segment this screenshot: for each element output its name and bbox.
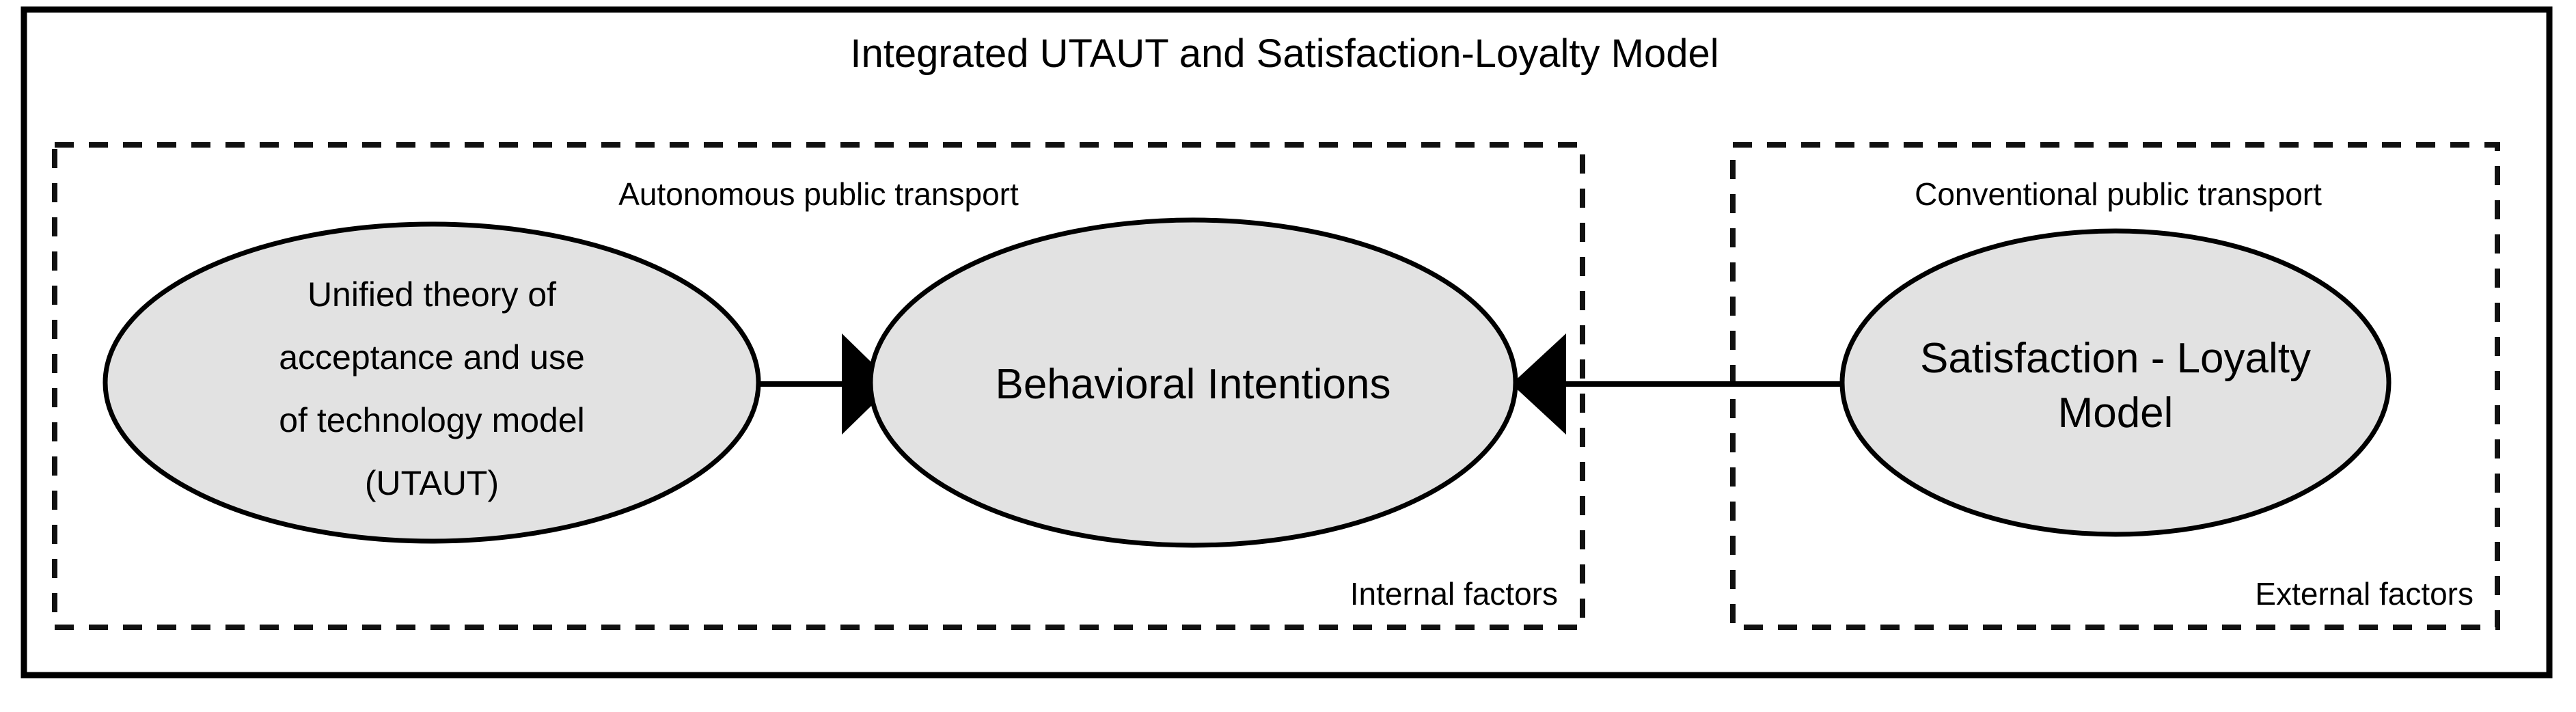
node-behavioral-intentions-line-1: Behavioral Intentions	[995, 361, 1390, 408]
group-box-autonomous	[52, 142, 1585, 630]
node-utaut[interactable]	[102, 221, 761, 544]
node-behavioral-intentions[interactable]	[868, 217, 1518, 548]
page-title: Integrated UTAUT and Satisfaction-Loyalt…	[850, 31, 1718, 76]
node-satisfaction-loyalty-line-1: Satisfaction - Loyalty	[1920, 335, 2311, 382]
group-footer-internal-factors: Internal factors	[1350, 576, 1558, 612]
arrow-head-sl-to-bi	[1511, 333, 1566, 435]
node-utaut-line-3: of technology model	[279, 401, 585, 439]
node-utaut-line-4: (UTAUT)	[365, 464, 499, 502]
arrow-head-utaut-to-bi	[842, 333, 894, 435]
node-utaut-line-2: acceptance and use	[279, 338, 585, 376]
node-satisfaction-loyalty-line-2: Model	[2058, 389, 2174, 437]
group-footer-external-factors: External factors	[2255, 576, 2474, 612]
node-utaut-line-1: Unified theory of	[307, 275, 556, 314]
group-header-autonomous: Autonomous public transport	[618, 176, 1019, 212]
group-header-conventional: Conventional public transport	[1915, 176, 2322, 212]
group-box-conventional	[1730, 142, 2500, 630]
node-satisfaction-loyalty[interactable]	[1839, 228, 2392, 537]
